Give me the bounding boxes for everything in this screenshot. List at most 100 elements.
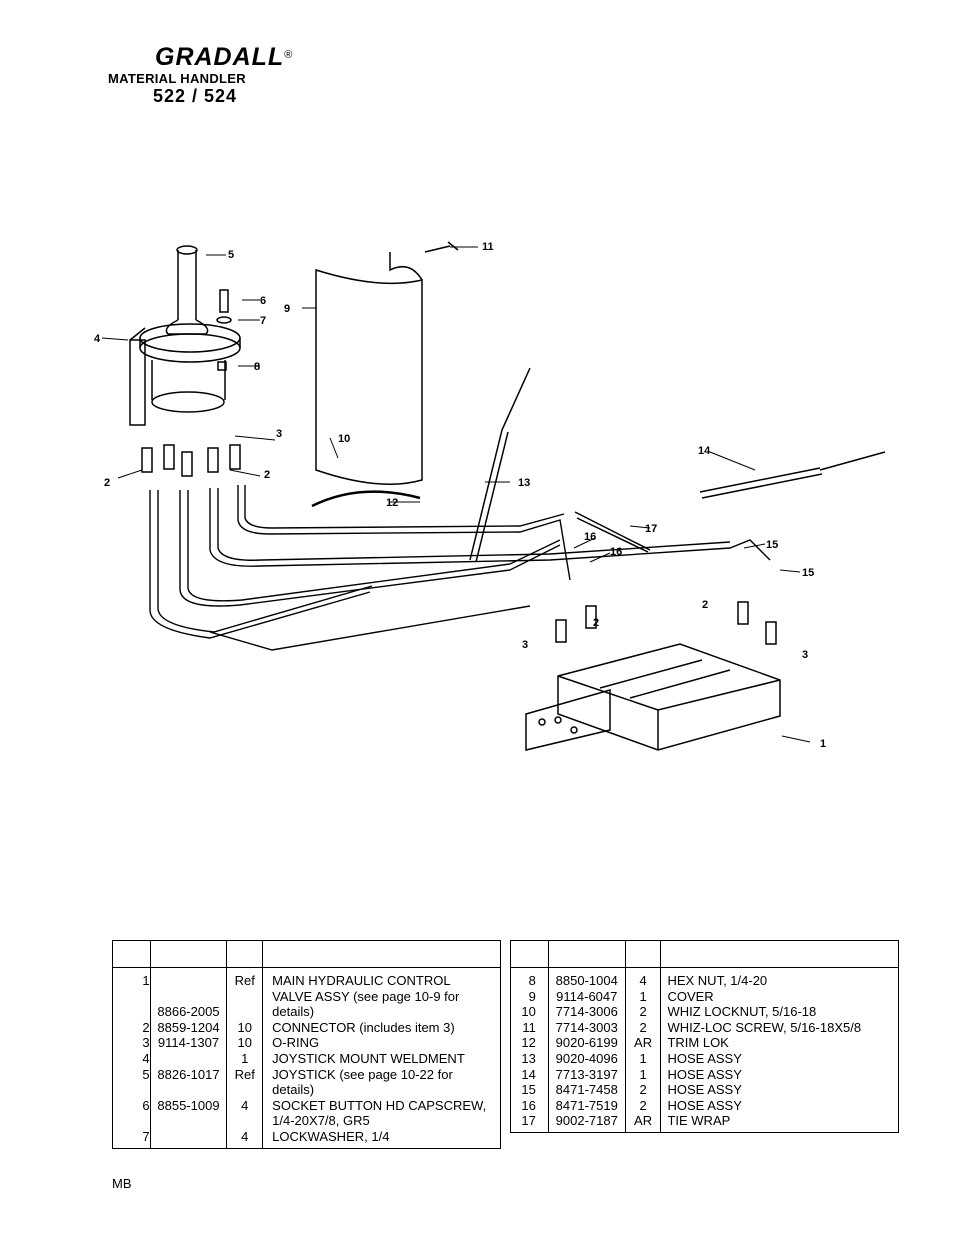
- cell-item: 13: [521, 1050, 536, 1066]
- main-hydraulic-control-valve: [525, 643, 781, 751]
- cell-description: JOYSTICK (see page 10-22 for: [272, 1066, 453, 1082]
- cell-description: VALVE ASSY (see page 10-9 for: [272, 988, 460, 1004]
- callout-3b: 3: [522, 639, 528, 651]
- table-header-row: [510, 940, 899, 968]
- gradall-logo: GRADALL® MATERIAL HANDLER 522 / 524: [108, 44, 308, 106]
- cell-qty: 1: [639, 1050, 647, 1066]
- cell-description: HOSE ASSY: [667, 1066, 742, 1082]
- cell-item: 1: [142, 973, 150, 988]
- callout-15: 15: [766, 539, 778, 551]
- cell-qty: [227, 1113, 262, 1129]
- cell-qty: [227, 989, 262, 1005]
- cell-item: 9: [528, 988, 536, 1004]
- cell-part: 9114-6047: [556, 988, 618, 1004]
- callout-3c: 3: [802, 649, 808, 661]
- cell-qty: [227, 1082, 262, 1098]
- callout-8: 8: [254, 361, 260, 373]
- callout-17: 17: [645, 523, 657, 535]
- cell-item: 17: [521, 1113, 536, 1129]
- callout-2c: 2: [702, 599, 708, 611]
- cell-item: 3: [142, 1035, 150, 1051]
- cell-qty: 10: [237, 1035, 252, 1051]
- cell-description: O-RING: [272, 1035, 320, 1051]
- cell-description: details): [272, 1082, 315, 1098]
- cell-part: 9020-6199: [555, 1035, 618, 1051]
- cell-part: 7714-3003: [555, 1019, 618, 1035]
- cell-part: 8866-2005: [157, 1004, 220, 1020]
- cell-description: HEX NUT, 1/4-20: [667, 973, 768, 988]
- cell-item: [113, 1082, 150, 1098]
- cell-part: 8850-1004: [555, 973, 618, 988]
- cell-description: HOSE ASSY: [667, 1097, 742, 1113]
- fittings: [141, 444, 777, 645]
- cell-item: [113, 1113, 150, 1129]
- cell-part: 8826-1017: [157, 1066, 220, 1082]
- callout-16: 16: [584, 531, 596, 543]
- cell-part: 8859-1204: [157, 1019, 220, 1035]
- cell-description: HOSE ASSY: [667, 1082, 742, 1098]
- cell-description: SOCKET BUTTON HD CAPSCREW,: [272, 1097, 487, 1113]
- cell-part: 9020-4096: [555, 1050, 618, 1066]
- cell-qty: AR: [634, 1113, 653, 1129]
- cell-item: 15: [521, 1082, 536, 1098]
- cell-item: 2: [142, 1019, 150, 1035]
- cell-qty: Ref: [234, 1066, 255, 1082]
- cell-qty: 2: [639, 1019, 647, 1035]
- cell-qty: AR: [634, 1035, 653, 1051]
- cell-part: 7714-3006: [555, 1004, 618, 1020]
- cell-description: MAIN HYDRAULIC CONTROL: [272, 973, 451, 988]
- cell-item: 4: [142, 1050, 150, 1066]
- cell-qty: 1: [241, 1050, 249, 1066]
- cell-part: [151, 973, 227, 989]
- exploded-parts-diagram: 1 2 2 2 2 3 3 3 4 5 6 7 8 9 10 11 12 13 …: [90, 230, 890, 790]
- cell-qty: 2: [639, 1097, 647, 1113]
- callout-6: 6: [260, 295, 266, 307]
- cell-item: 8: [528, 973, 536, 988]
- callout-13: 13: [518, 477, 530, 489]
- cell-part: [151, 989, 227, 1005]
- cell-item: 5: [142, 1066, 150, 1082]
- callout-16b: 16: [610, 546, 622, 558]
- cell-qty: 10: [237, 1019, 252, 1035]
- cell-description: COVER: [667, 988, 714, 1004]
- cell-qty: 4: [241, 1128, 249, 1144]
- cell-description: CONNECTOR (includes item 3): [272, 1019, 455, 1035]
- cell-description: TRIM LOK: [667, 1035, 729, 1051]
- table-header-row: [112, 940, 501, 968]
- cell-description: HOSE ASSY: [667, 1050, 742, 1066]
- brand-name: GRADALL®: [155, 43, 294, 71]
- cell-item: 11: [522, 1019, 536, 1035]
- cell-description: JOYSTICK MOUNT WELDMENT: [272, 1050, 465, 1066]
- cell-item: 7: [142, 1128, 150, 1144]
- cell-part: 9002-7187: [555, 1113, 618, 1129]
- cell-description: WHIZ-LOC SCREW, 5/16-18X5/8: [667, 1019, 862, 1035]
- callout-1: 1: [820, 738, 826, 750]
- cell-part: 7713-3197: [555, 1066, 618, 1082]
- cell-qty: Ref: [234, 973, 255, 988]
- callout-4: 4: [94, 333, 101, 345]
- cell-part: 9114-1307: [157, 1035, 220, 1051]
- cell-description: WHIZ LOCKNUT, 5/16-18: [667, 1004, 817, 1020]
- cell-item: 12: [521, 1035, 536, 1051]
- callout-5: 5: [228, 249, 234, 261]
- cell-qty: 4: [639, 973, 647, 988]
- footer-code: MB: [112, 1176, 132, 1191]
- callout-11: 11: [482, 241, 494, 253]
- cell-qty: 1: [639, 1066, 647, 1082]
- cell-item: 16: [521, 1097, 536, 1113]
- callout-7: 7: [260, 315, 266, 327]
- cell-description: details): [272, 1004, 315, 1020]
- cell-description: LOCKWASHER, 1/4: [272, 1128, 390, 1144]
- callout-14: 14: [698, 445, 711, 457]
